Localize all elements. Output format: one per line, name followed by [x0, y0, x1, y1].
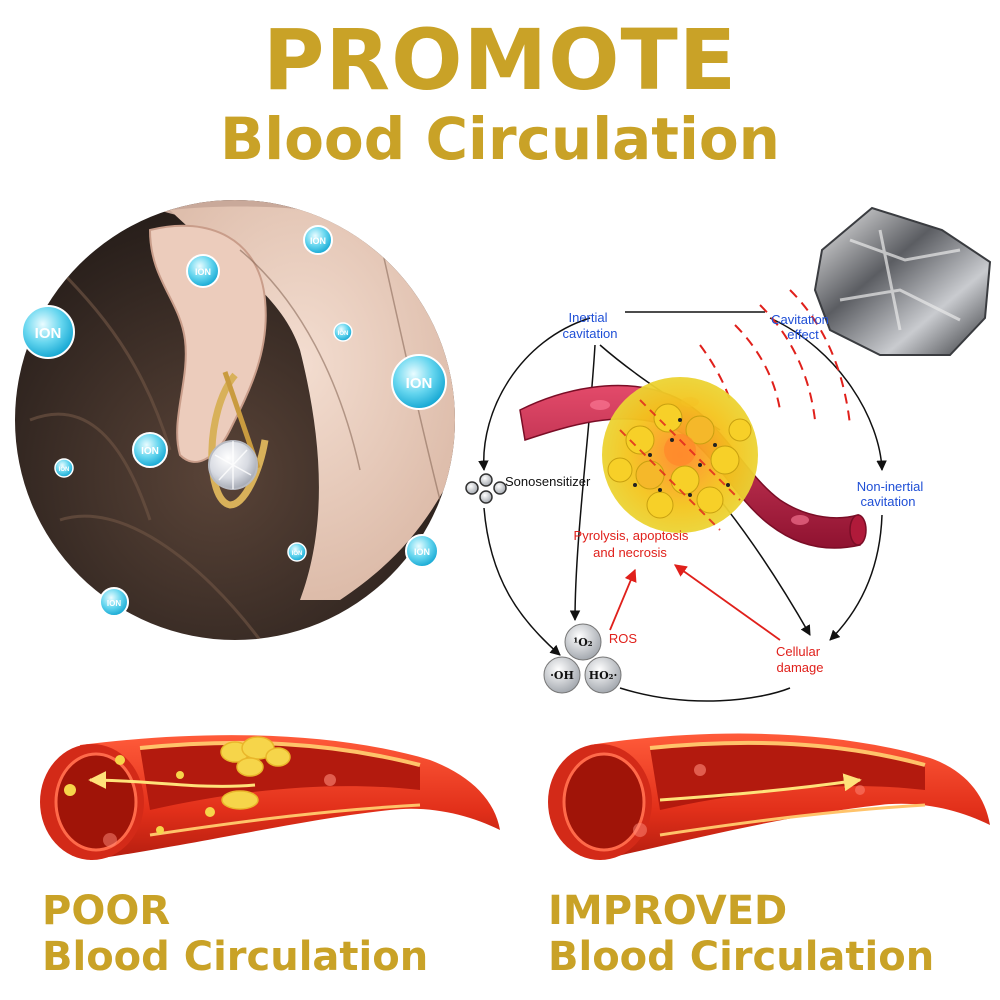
label-ros: ROS — [609, 631, 638, 646]
ion-bubble: ION — [334, 323, 352, 341]
vessel-improved-circulation — [548, 734, 990, 860]
svg-text:ION: ION — [338, 331, 349, 337]
label-non-inertial-2: cavitation — [861, 494, 916, 509]
svg-text:HO₂·: HO₂· — [589, 669, 618, 682]
svg-text:ION: ION — [35, 325, 62, 342]
molecule-singlet-oxygen: ¹O₂ — [565, 624, 601, 660]
label-inertial-cavitation-2: cavitation — [563, 326, 618, 341]
svg-text:ION: ION — [59, 467, 70, 473]
label-pyrolysis-2: and necrosis — [593, 545, 667, 560]
svg-text:ION: ION — [406, 375, 433, 392]
label-non-inertial-1: Non-inertial — [857, 479, 924, 494]
ion-bubble: ION — [406, 535, 438, 567]
label-cavitation-effect-1: Cavitation — [771, 312, 829, 327]
sonosensitizer-particles — [466, 474, 506, 503]
ion-bubble: ION — [22, 306, 74, 358]
caption-poor-line1: POOR — [42, 888, 170, 934]
ion-bubble: ION — [100, 588, 128, 616]
label-inertial-cavitation-1: Inertial — [568, 310, 607, 325]
svg-text:ION: ION — [310, 236, 326, 246]
ion-bubble: ION — [392, 355, 446, 409]
svg-text:ION: ION — [141, 446, 159, 457]
ion-bubble: ION — [187, 255, 219, 287]
svg-text:ION: ION — [107, 599, 121, 608]
caption-improved-line2: Blood Circulation — [548, 934, 934, 980]
label-sonosensitizer: Sonosensitizer — [505, 474, 591, 489]
svg-text:¹O₂: ¹O₂ — [573, 636, 592, 649]
ion-bubble: ION — [304, 226, 332, 254]
molecule-hydroperoxyl: HO₂· — [585, 657, 621, 693]
ear-photo — [10, 200, 470, 660]
label-cellular-damage-1: Cellular — [776, 644, 821, 659]
caption-poor-line2: Blood Circulation — [42, 934, 428, 980]
label-pyrolysis-1: Pyrolysis, apoptosis — [574, 528, 689, 543]
svg-text:ION: ION — [195, 267, 211, 277]
cavitation-diagram: ¹O₂ ·OH HO₂· Inertial cavitation Cavitat… — [466, 290, 923, 701]
svg-text:·OH: ·OH — [550, 669, 574, 682]
caption-improved-line1: IMPROVED — [548, 888, 787, 934]
svg-text:ION: ION — [292, 551, 303, 557]
ion-bubble: ION — [288, 543, 306, 561]
label-cellular-damage-2: damage — [777, 660, 824, 675]
germanium-stone — [815, 208, 990, 355]
ion-bubble: ION — [133, 433, 167, 467]
vessel-poor-circulation — [40, 735, 500, 860]
molecule-hydroxyl: ·OH — [544, 657, 580, 693]
svg-text:ION: ION — [414, 547, 430, 557]
label-cavitation-effect-2: effect — [787, 327, 819, 342]
ion-bubble: ION — [55, 459, 73, 477]
